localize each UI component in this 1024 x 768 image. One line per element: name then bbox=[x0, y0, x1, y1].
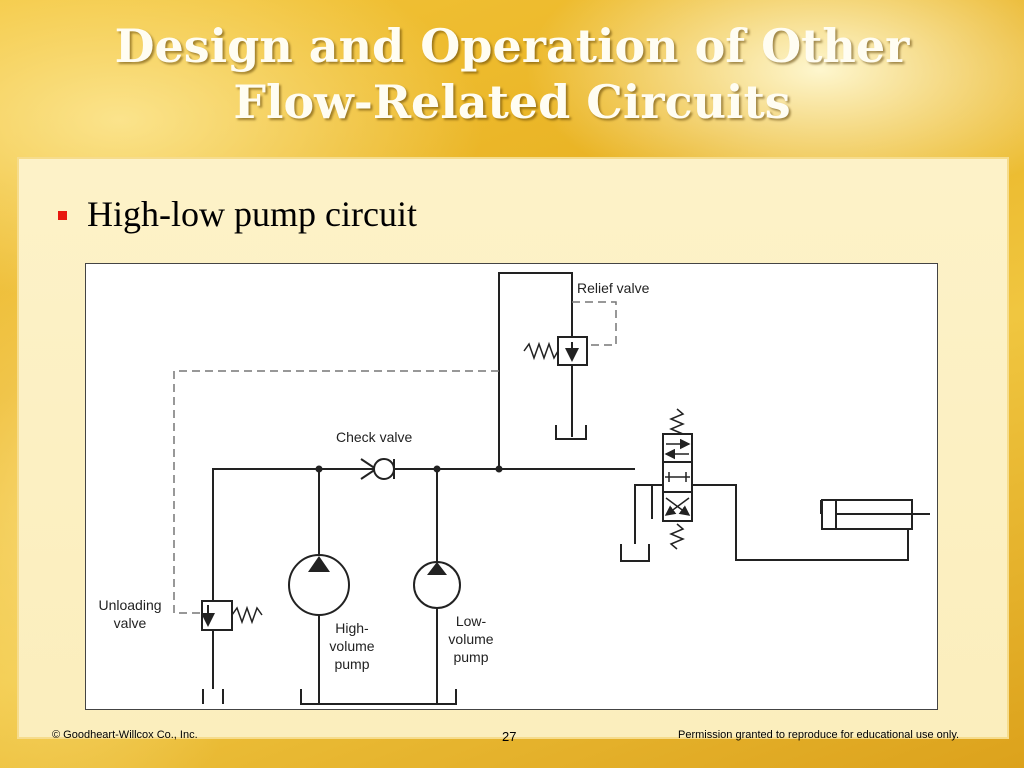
bullet-item: High-low pump circuit bbox=[58, 193, 417, 235]
page-number: 27 bbox=[502, 729, 517, 744]
unloading-valve-label-line1: Unloading bbox=[98, 597, 161, 613]
junction-dot bbox=[433, 465, 441, 473]
pump-reservoir-icon bbox=[300, 689, 457, 705]
unloading-valve-symbol bbox=[201, 600, 263, 631]
hydraulic-cylinder-symbol bbox=[821, 499, 930, 530]
unloading-pilot-line bbox=[173, 370, 499, 614]
junction-dot bbox=[315, 465, 323, 473]
low-volume-pump-label-line3: pump bbox=[453, 649, 488, 665]
bullet-square-icon bbox=[58, 210, 67, 220]
footer-permission: Permission granted to reproduce for educ… bbox=[678, 729, 960, 741]
high-volume-pump-label-line2: volume bbox=[329, 638, 374, 654]
relief-valve-label: Relief valve bbox=[577, 280, 650, 296]
title-line-1: Design and Operation of Other bbox=[114, 19, 910, 73]
relief-tank-icon bbox=[555, 425, 587, 440]
relief-valve-symbol bbox=[523, 336, 588, 366]
high-volume-pump-label-line1: High- bbox=[335, 620, 369, 636]
bullet-text: High-low pump circuit bbox=[87, 194, 417, 234]
unloading-tank-icon bbox=[202, 689, 224, 704]
title-line-2: Flow-Related Circuits bbox=[233, 75, 791, 129]
low-volume-pump-symbol bbox=[413, 561, 461, 609]
pump-suction-line bbox=[318, 608, 438, 704]
slide-title: Design and Operation of Other Flow-Relat… bbox=[0, 18, 1024, 130]
directional-control-valve-symbol bbox=[635, 408, 719, 550]
relief-pilot-line bbox=[572, 301, 617, 346]
unloading-valve-label-line2: valve bbox=[114, 615, 147, 631]
check-valve-label: Check valve bbox=[336, 429, 412, 445]
dcv-tank-line bbox=[634, 484, 653, 544]
high-low-pump-circuit-diagram: Relief valve Check valve Unloading valve… bbox=[85, 263, 938, 710]
low-volume-pump-label-line1: Low- bbox=[456, 613, 487, 629]
check-valve-symbol bbox=[360, 458, 395, 480]
dcv-cylinder-line-a bbox=[719, 484, 909, 561]
main-pressure-line bbox=[212, 468, 635, 604]
footer-copyright: © Goodheart-Willcox Co., Inc. bbox=[52, 729, 198, 741]
low-volume-pump-label-line2: volume bbox=[448, 631, 493, 647]
high-volume-pump-label-line3: pump bbox=[334, 656, 369, 672]
dcv-tank-icon bbox=[620, 544, 650, 562]
high-volume-pump-symbol bbox=[288, 554, 350, 616]
junction-dot bbox=[495, 465, 503, 473]
